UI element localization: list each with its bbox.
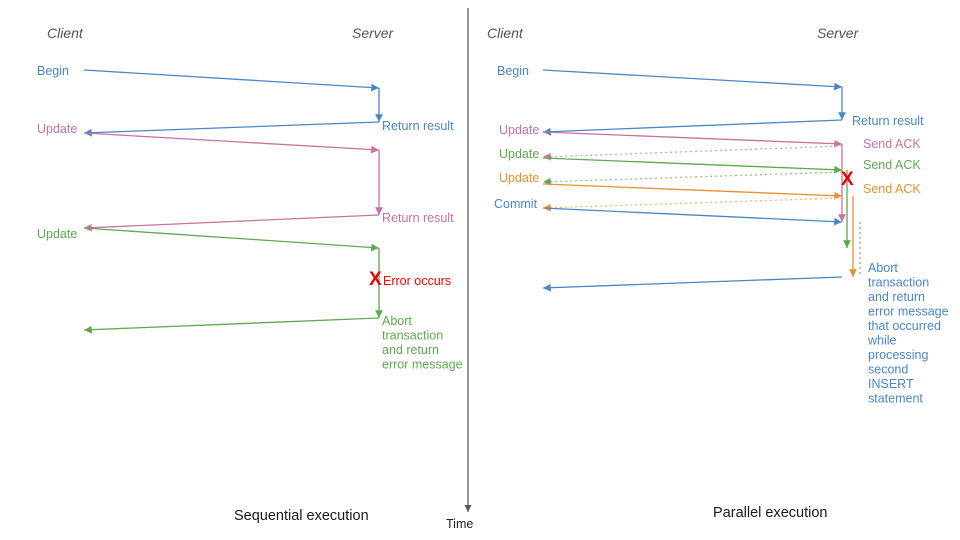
actor-label-client-parallel: Client (487, 25, 524, 41)
message-arrow-update-2 (542, 157, 843, 174)
message-label-begin: Begin (497, 64, 529, 78)
error-label-sequential: Error occurs (383, 274, 451, 288)
actor-label-client-sequential: Client (47, 25, 84, 41)
actor-label-server-parallel: Server (817, 25, 860, 41)
message-arrow-return-result-2 (83, 214, 380, 232)
message-arrow-send-ack-3 (542, 197, 843, 212)
message-arrow-send-ack-2 (542, 171, 843, 186)
message-label-update-1: Update (499, 123, 539, 137)
message-arrow-abort-return (83, 317, 380, 334)
message-arrow-begin (83, 69, 380, 92)
message-label-update-2: Update (37, 227, 77, 241)
message-arrow-send-ack-1 (542, 145, 843, 161)
message-label-send-ack-1: Send ACK (863, 137, 921, 151)
message-arrow-begin (542, 69, 843, 91)
message-label-return-result: Return result (852, 114, 924, 128)
message-arrow-abort-return (542, 276, 843, 292)
message-arrow-update-1 (542, 131, 843, 148)
message-label-send-ack-3: Send ACK (863, 182, 921, 196)
actor-label-server-sequential: Server (352, 25, 395, 41)
message-arrow-return-result-1 (83, 121, 380, 137)
panel-caption-parallel: Parallel execution (713, 505, 827, 521)
error-x-icon-parallel: X (841, 169, 854, 190)
message-label-return-result-1: Return result (382, 119, 454, 133)
message-arrow-return-result (542, 119, 843, 136)
message-label-send-ack-2: Send ACK (863, 158, 921, 172)
time-axis-label: Time (446, 517, 473, 531)
message-arrow-update-2 (83, 227, 380, 252)
message-label-begin: Begin (37, 64, 69, 78)
message-arrow-update-1 (83, 132, 380, 154)
panel-caption-sequential: Sequential execution (234, 508, 369, 524)
error-x-icon-sequential: X (369, 269, 382, 290)
message-arrow-commit (542, 207, 843, 226)
message-label-update-1: Update (37, 122, 77, 136)
message-label-update-2: Update (499, 147, 539, 161)
message-arrow-update-3 (542, 183, 843, 200)
message-label-return-result-2: Return result (382, 211, 454, 225)
message-label-update-3: Update (499, 171, 539, 185)
message-label-commit: Commit (494, 197, 538, 211)
